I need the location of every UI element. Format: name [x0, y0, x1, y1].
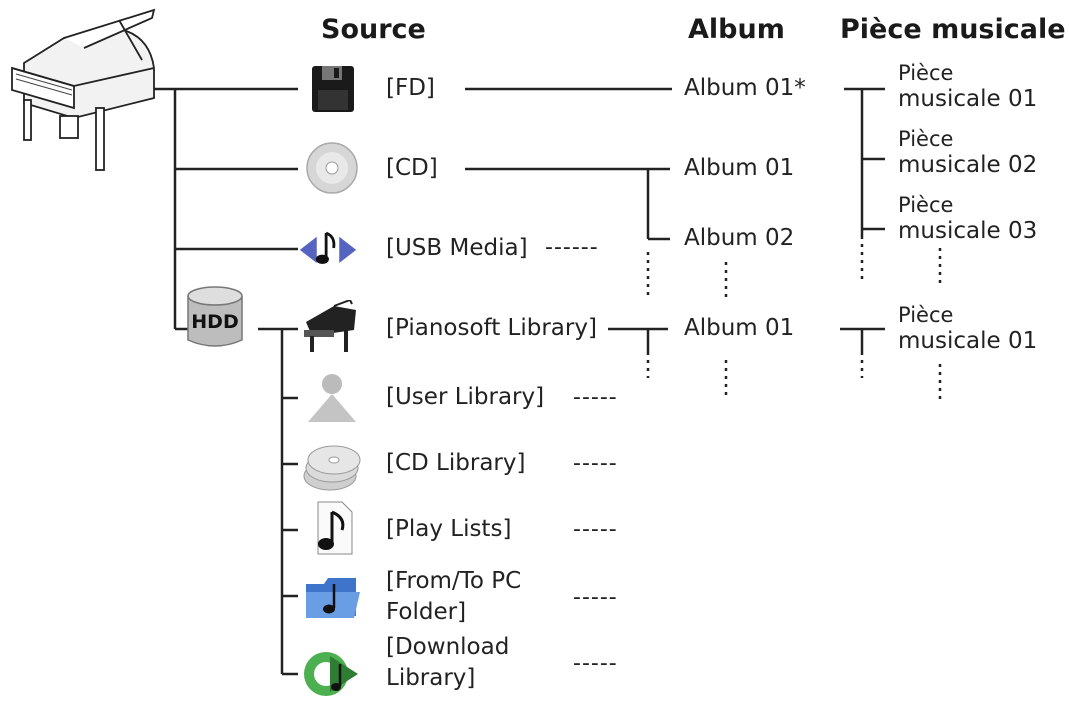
piece-label-3: Pièce musicale 03 — [898, 192, 1037, 244]
music-note-page-icon — [317, 501, 353, 555]
cd-icon — [306, 142, 358, 194]
dash-marker-pc-folder: ----- — [573, 585, 618, 610]
grand-piano-icon — [304, 300, 356, 352]
source-label-user-library: [User Library] — [386, 384, 545, 410]
album-label-cd-2: Album 02 — [684, 225, 795, 251]
source-label-cd: [CD] — [386, 155, 438, 181]
piece-label-line: Pièce — [898, 193, 954, 217]
piece-label-line: musicale 01 — [898, 328, 1038, 354]
source-label-play-lists: [Play Lists] — [386, 516, 512, 542]
piece-label-line: musicale 02 — [898, 152, 1038, 178]
floppy-disk-icon — [312, 66, 354, 112]
source-label-line: Folder] — [386, 599, 467, 625]
header-album: Album — [688, 14, 785, 45]
piece-label-line: musicale 01 — [898, 86, 1038, 112]
piece-label-pianosoft: Pièce musicale 01 — [898, 302, 1037, 354]
dash-marker-cd-library: ----- — [573, 451, 618, 476]
dash-marker-play-lists: ----- — [573, 517, 618, 542]
dash-marker-user-library: ----- — [573, 385, 618, 410]
header-piece: Pièce musicale — [840, 14, 1066, 45]
folder-icon — [306, 578, 360, 618]
usb-media-icon — [299, 231, 357, 264]
dash-marker-download: ----- — [573, 651, 618, 676]
source-label-line: [From/To PC — [386, 568, 522, 594]
hdd-icon — [174, 282, 256, 354]
album-label-pianosoft: Album 01 — [684, 315, 795, 341]
source-label-cd-library: [CD Library] — [386, 450, 526, 476]
source-label-fd: [FD] — [386, 75, 435, 101]
source-label-from-to-pc-folder: [From/To PC Folder] — [386, 566, 521, 628]
piece-label-line: Pièce — [898, 61, 954, 85]
piece-label-line: musicale 03 — [898, 218, 1038, 244]
source-label-line: Library] — [386, 665, 476, 691]
piece-label-1: Pièce musicale 01 — [898, 60, 1037, 112]
piece-label-line: Pièce — [898, 127, 954, 151]
user-icon — [308, 374, 356, 422]
album-label-cd-1: Album 01 — [684, 155, 795, 181]
hdd-label: HDD — [191, 311, 239, 333]
piece-label-line: Pièce — [898, 303, 954, 327]
source-label-line: [Download — [386, 634, 510, 660]
cd-stack-icon — [303, 445, 361, 491]
piece-label-2: Pièce musicale 02 — [898, 126, 1037, 178]
header-source: Source — [321, 14, 426, 45]
source-label-pianosoft-library: [Pianosoft Library] — [386, 315, 597, 341]
source-label-download-library: [Download Library] — [386, 632, 509, 694]
source-label-usb-media: [USB Media] — [386, 235, 528, 261]
download-icon — [304, 652, 358, 696]
dash-marker-usb: ------ — [545, 235, 599, 260]
album-label-fd: Album 01* — [684, 75, 806, 101]
grand-piano-illustration — [11, 8, 156, 171]
